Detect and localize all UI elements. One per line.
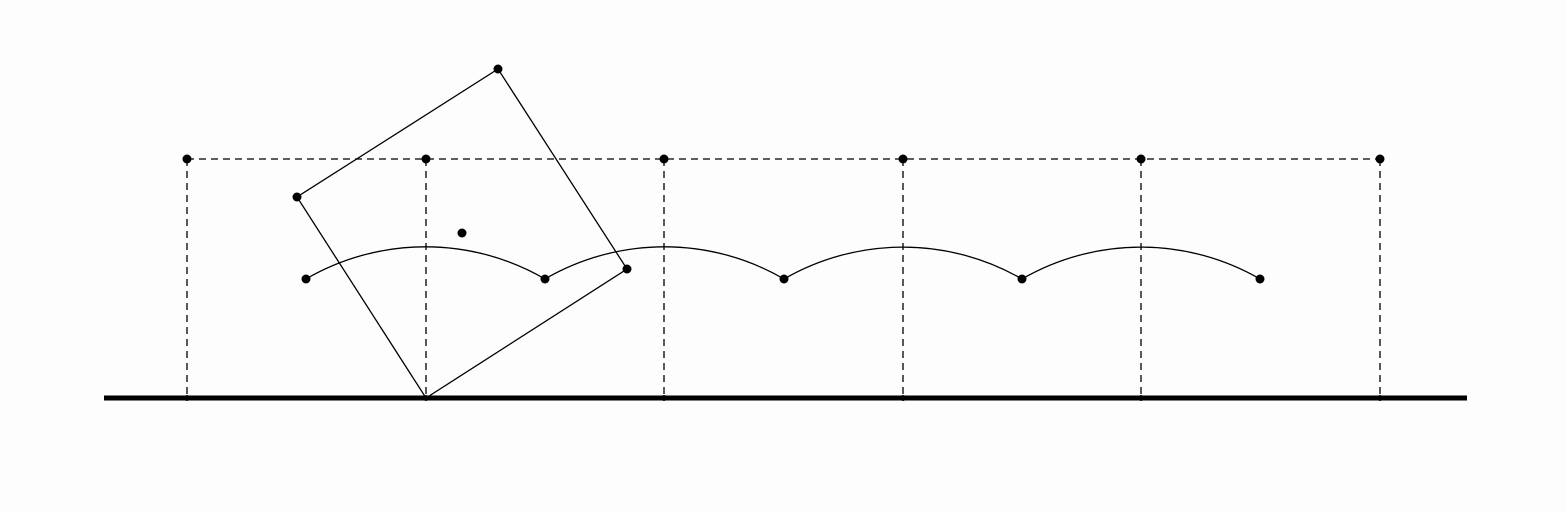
- grid-top-points: [182, 154, 1385, 164]
- arc-endpoints: [301, 274, 1265, 284]
- point: [301, 274, 311, 284]
- point: [421, 154, 431, 164]
- point: [898, 154, 908, 164]
- square-vertex: [622, 264, 632, 274]
- arc-1: [305, 246, 546, 280]
- vertex-path-arcs: [305, 246, 1261, 280]
- point: [540, 274, 550, 284]
- point: [661, 395, 667, 401]
- point: [659, 154, 669, 164]
- ground-points: [184, 395, 1383, 401]
- arc-4: [1021, 246, 1261, 280]
- point: [423, 395, 429, 401]
- point: [1255, 274, 1265, 284]
- point: [184, 395, 190, 401]
- arc-3: [783, 246, 1023, 280]
- arc-2: [544, 246, 785, 280]
- point: [779, 274, 789, 284]
- point: [900, 395, 906, 401]
- square-center: [457, 228, 467, 238]
- point: [1138, 395, 1144, 401]
- square-points: [292, 64, 632, 274]
- point: [1377, 395, 1383, 401]
- point: [182, 154, 192, 164]
- point: [1375, 154, 1385, 164]
- point: [1136, 154, 1146, 164]
- square-positions-grid: [186, 158, 1381, 398]
- point: [1017, 274, 1027, 284]
- square-vertex: [292, 192, 302, 202]
- square-vertex: [493, 64, 503, 74]
